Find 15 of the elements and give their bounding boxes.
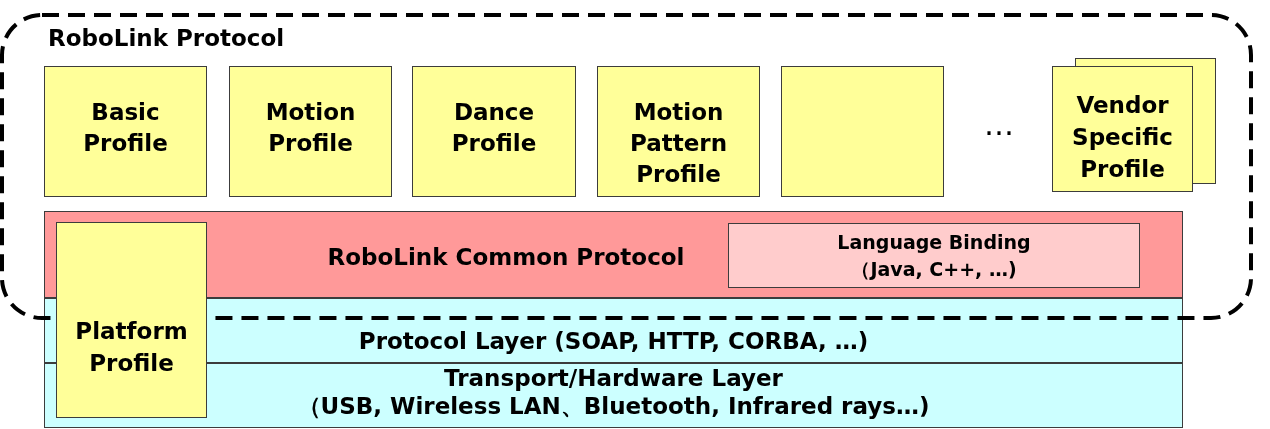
band-label: RoboLink Common Protocol (327, 243, 685, 271)
box-title: Language Binding (837, 229, 1031, 255)
profile-box: Platform Profile (56, 222, 207, 418)
profile-box: Motion Profile (229, 66, 392, 197)
profile-box (781, 66, 944, 197)
binding-box (728, 223, 1140, 288)
group-title: RoboLink Protocol (48, 24, 285, 52)
profile-box: Basic Profile (44, 66, 207, 197)
profile-box: Motion Pattern Profile (597, 66, 760, 197)
layer-title: Transport/Hardware Layer (444, 364, 783, 392)
box-text: （Java, C++, …) (851, 256, 1017, 282)
layer-text: （USB, Wireless LAN、Bluetooth, Infrared rays…) (297, 392, 930, 420)
profile-box: Dance Profile (412, 66, 576, 197)
ellipsis: … (984, 110, 1014, 140)
profile-box: Vendor Specific Profile (1052, 66, 1193, 192)
